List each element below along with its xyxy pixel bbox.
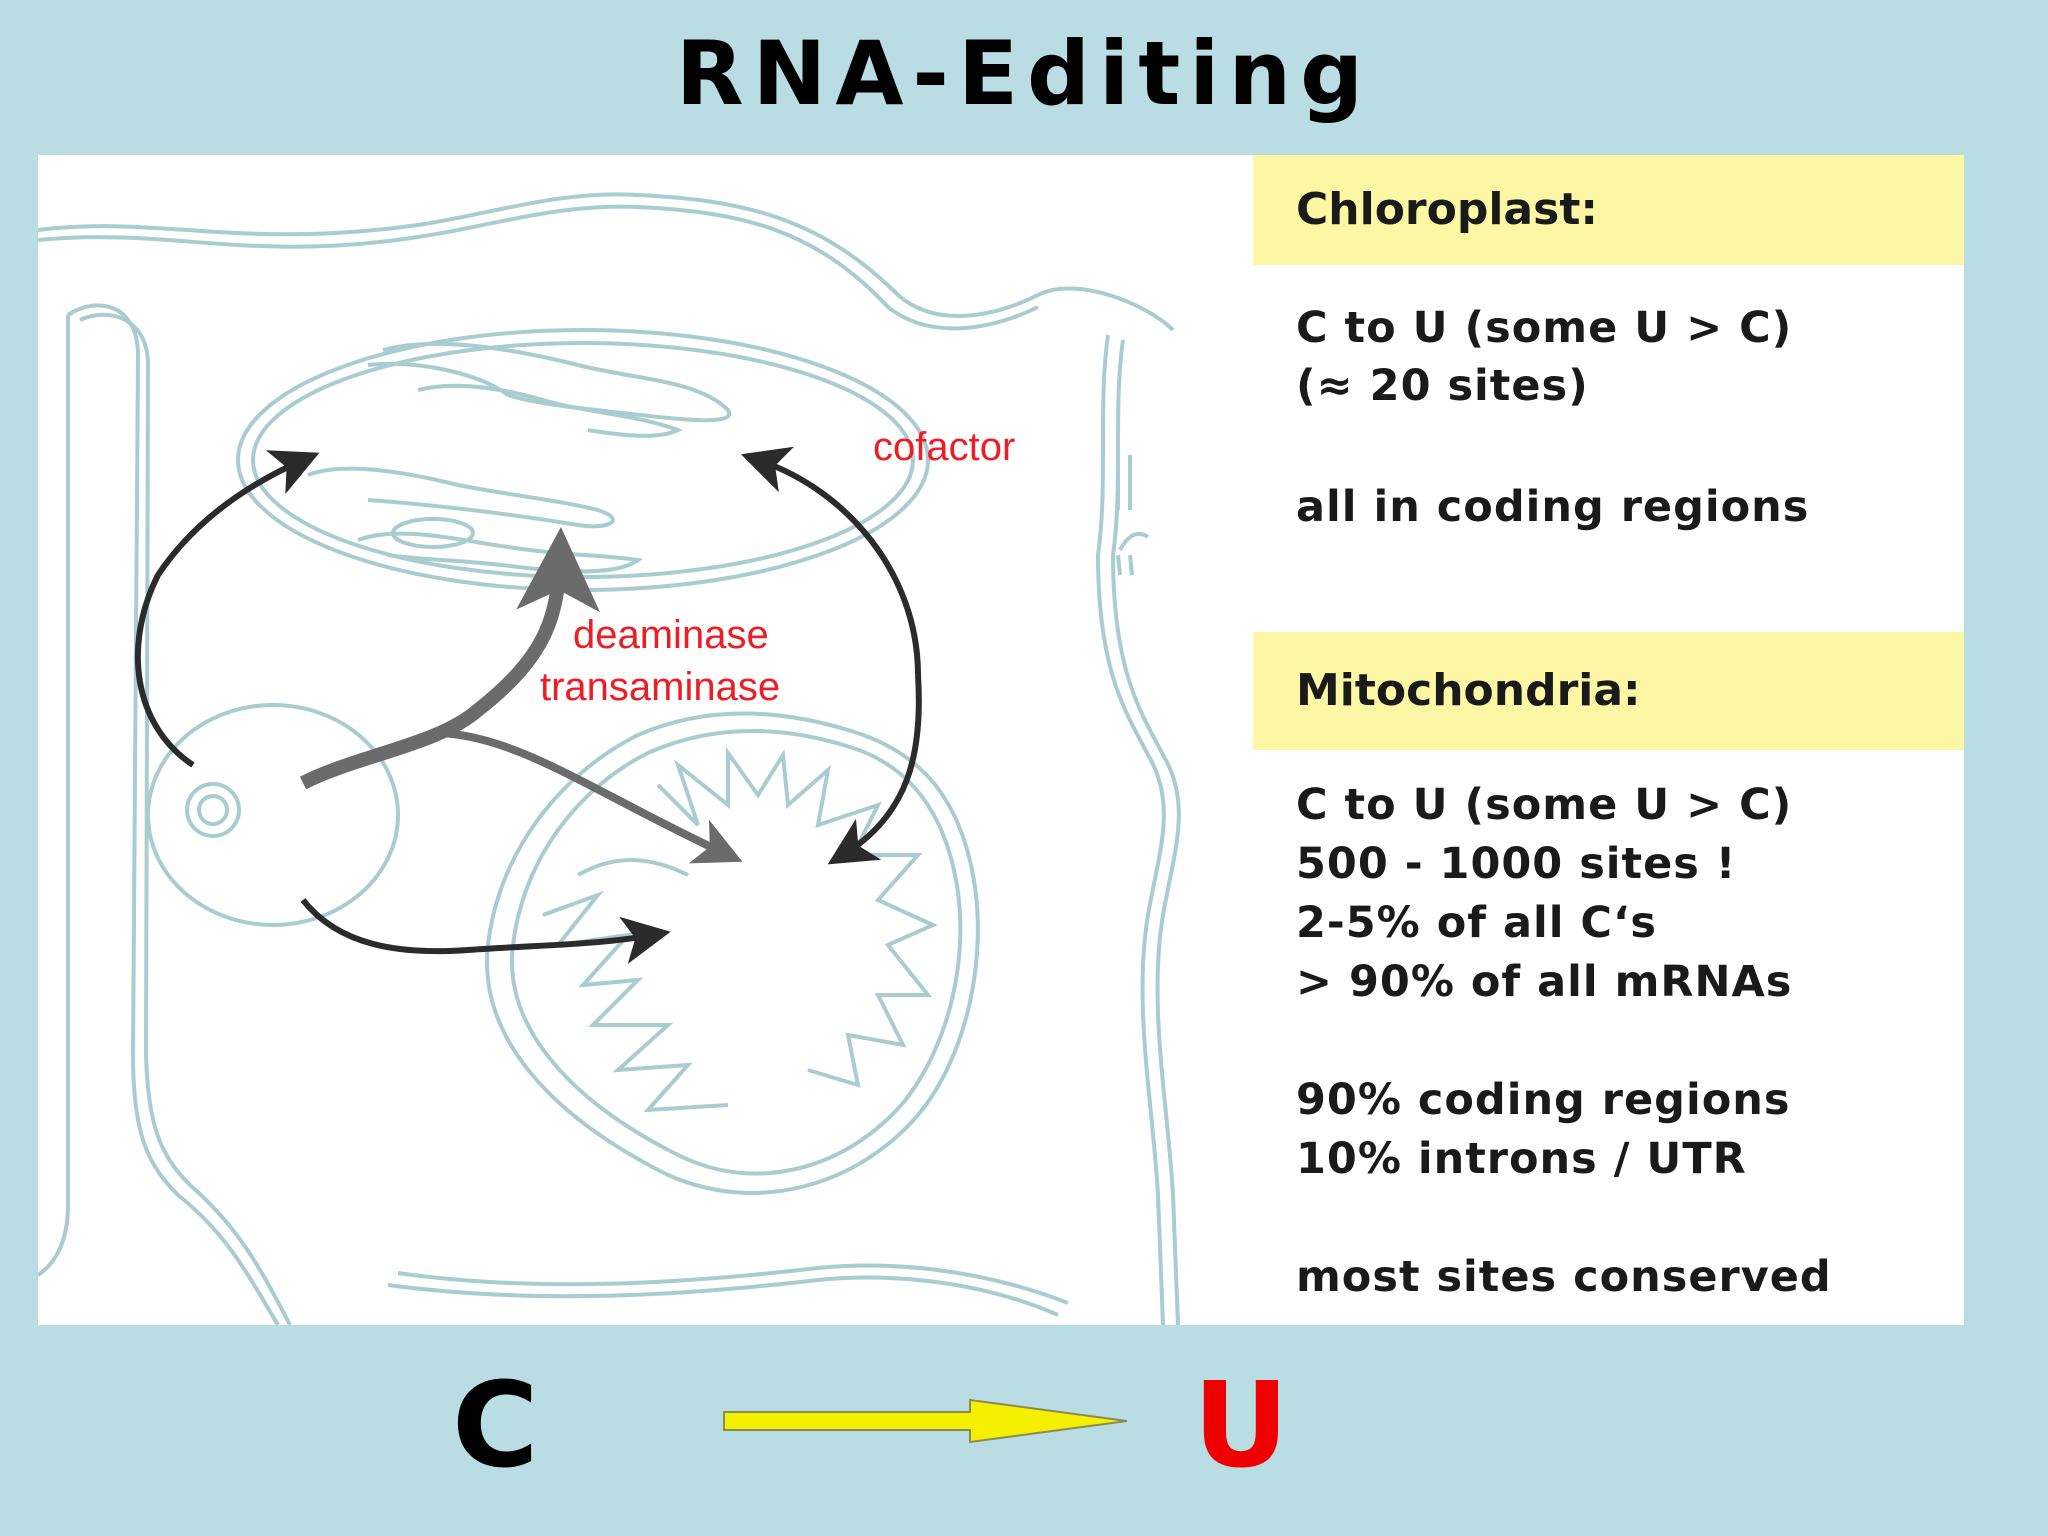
- plant-cell-diagram: [38, 192, 1181, 1325]
- cell-wall: [38, 192, 1181, 1325]
- mitochondria-line: 10% introns / UTR: [1296, 1134, 1747, 1184]
- cofactor-label: cofactor: [873, 425, 1016, 469]
- nucleus: [146, 703, 400, 927]
- chloroplast-line: all in coding regions: [1296, 482, 1810, 532]
- chloroplast-line: (≈ 20 sites): [1296, 361, 1589, 411]
- nucleus-to-chloroplast-grey-arrow: [299, 527, 601, 790]
- to-base-label: U: [1193, 1356, 1289, 1494]
- transaminase-label: transaminase: [540, 665, 781, 709]
- chloroplast-outline: [236, 328, 930, 592]
- chloroplast-line: C to U (some U > C): [1296, 303, 1793, 353]
- chloroplast-heading: Chloroplast:: [1253, 155, 1964, 265]
- slide-title: RNA-Editing: [675, 22, 1373, 125]
- mitochondria-line: most sites conserved: [1296, 1252, 1832, 1302]
- mitochondria-line: 2-5% of all C‘s: [1296, 898, 1657, 948]
- deaminase-label: deaminase: [573, 613, 769, 657]
- mitochondria-line: 500 - 1000 sites !: [1296, 839, 1737, 889]
- info-column: Chloroplast: C to U (some U > C) (≈ 20 s…: [1253, 155, 1964, 1325]
- cofactor-double-arrow-bottom: [827, 674, 922, 865]
- conversion-arrow: [723, 1398, 1128, 1444]
- nucleus-to-mitochondrion-grey-arrow: [437, 729, 743, 864]
- from-base-label: C: [452, 1356, 539, 1494]
- nucleus-to-mitochondrion-arrow: [300, 898, 671, 964]
- diagram-arrows: [134, 446, 922, 964]
- cofactor-double-arrow-top: [740, 446, 921, 676]
- nucleus-to-chloroplast-arrow: [134, 450, 320, 768]
- diagram-panel: cofactor deaminase transaminase Chloropl…: [38, 155, 1964, 1325]
- mitochondria-line: C to U (some U > C): [1296, 780, 1793, 830]
- mitochondria-line: 90% coding regions: [1296, 1075, 1791, 1125]
- mitochondria-line: > 90% of all mRNAs: [1296, 957, 1793, 1007]
- mitochondria-heading: Mitochondria:: [1253, 632, 1964, 750]
